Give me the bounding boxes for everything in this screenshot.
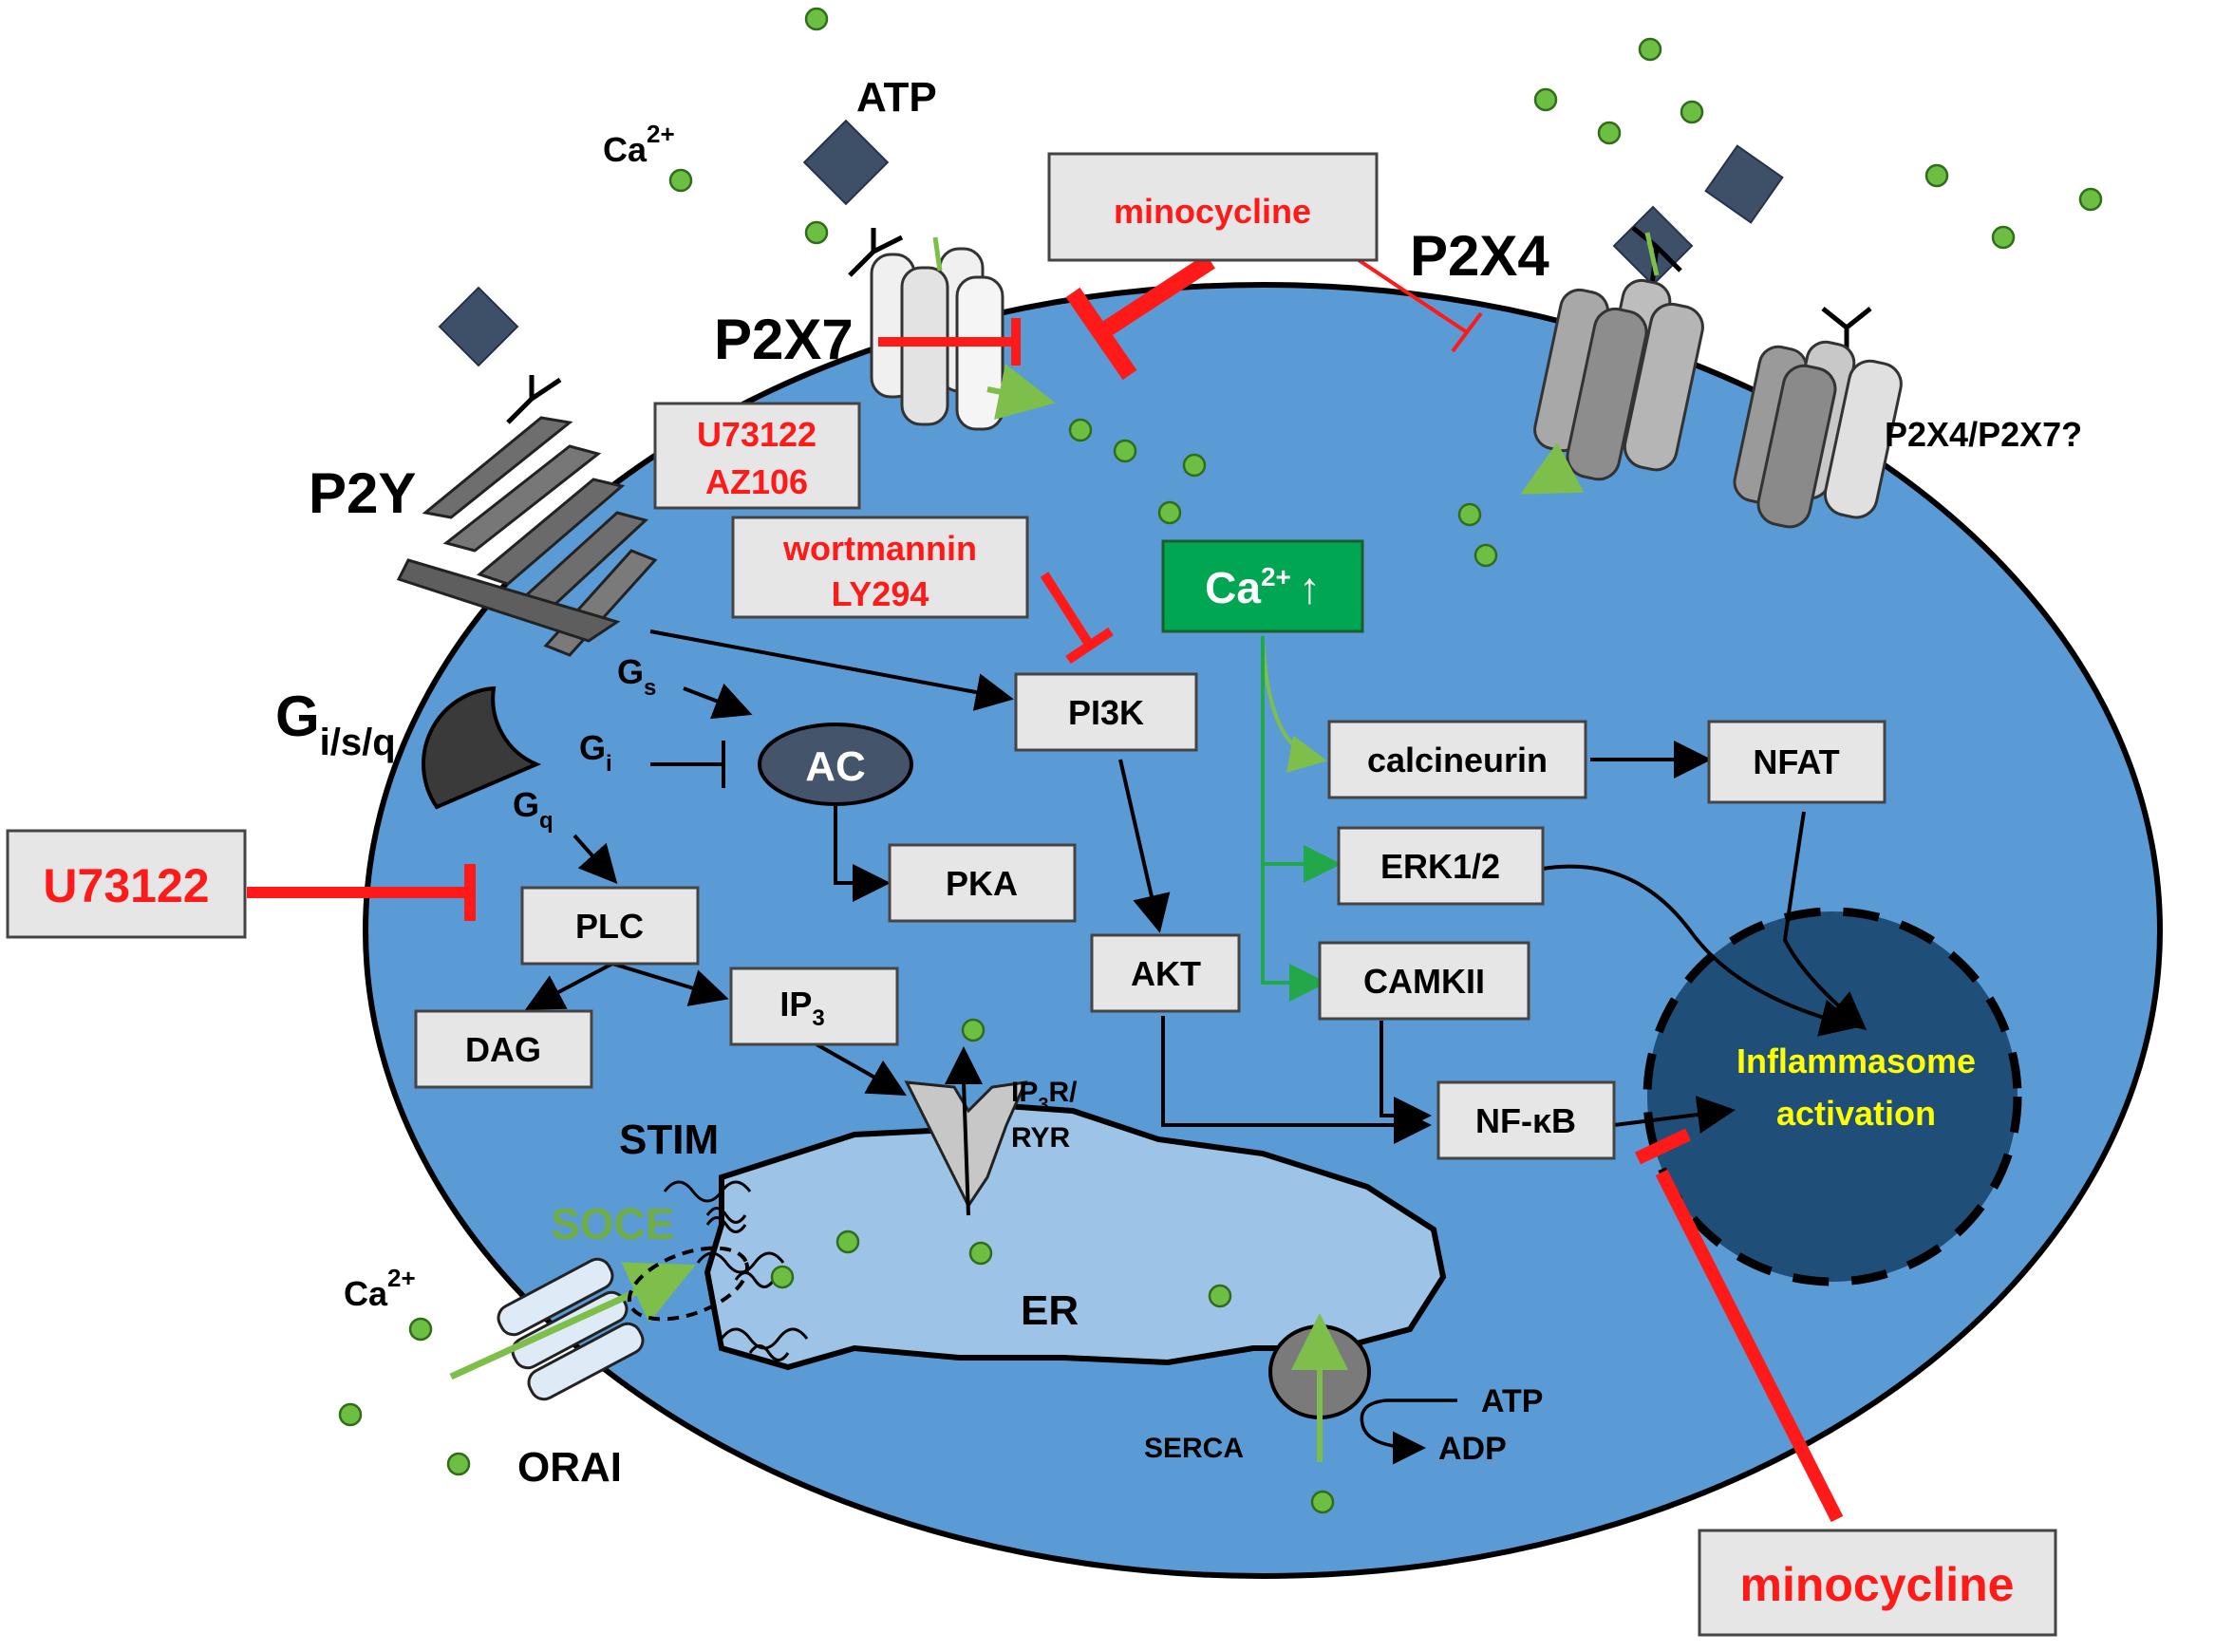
arrow-p2y-pi3k <box>649 629 1014 711</box>
ryr-label: RYR <box>1011 1122 1071 1154</box>
arrow-ca-camkii <box>1261 859 1327 1002</box>
svg-text:NF-κB: NF-κB <box>1475 1101 1576 1140</box>
p2x7-channel <box>848 228 1056 431</box>
p2x4-p2x7-heteromer <box>1733 307 1903 529</box>
akt-box: AKT <box>1090 933 1241 1013</box>
inhibit-wortmannin <box>1040 572 1095 648</box>
gs-label: Gs <box>617 652 656 701</box>
erk-box: ERK1/2 <box>1337 826 1545 906</box>
p2x7-label: P2X7 <box>714 308 854 371</box>
svg-text:PKA: PKA <box>946 864 1018 903</box>
calcineurin-box: calcineurin <box>1327 720 1587 799</box>
arrow-erk-inflammasome <box>1542 864 1859 1037</box>
ca-label-bottom: Ca2+ <box>344 1264 416 1313</box>
atp-ligand <box>802 119 890 206</box>
pka-box: PKA <box>888 843 1077 923</box>
p2x4-channel <box>1520 226 1704 495</box>
svg-text:NFAT: NFAT <box>1753 742 1839 781</box>
serca-label: SERCA <box>1144 1433 1244 1464</box>
svg-text:PI3K: PI3K <box>1068 693 1144 732</box>
orai-channel <box>449 1246 750 1401</box>
dag-box: DAG <box>414 1009 593 1089</box>
svg-text:U73122: U73122 <box>43 859 209 912</box>
serca-pump <box>1268 1313 1457 1465</box>
inhibition-lines <box>247 253 1844 1523</box>
arrow-camkii-nfkb <box>1380 1021 1432 1135</box>
ip3r-ryr-receptor <box>904 1046 1028 1216</box>
gq-label: Gq <box>513 785 554 834</box>
pi3k-box: PI3K <box>1014 672 1198 752</box>
svg-text:wortmannin: wortmannin <box>782 529 977 568</box>
inhibit-minocycline-p2x4 <box>1351 254 1469 334</box>
svg-text:AZ106: AZ106 <box>705 462 808 501</box>
atp-ligand <box>1704 144 1784 224</box>
activation-label: activation <box>1776 1094 1936 1133</box>
u73122-left-box: U73122 <box>6 829 247 939</box>
svg-text:U73122: U73122 <box>697 415 817 454</box>
atp-ligand <box>438 286 519 367</box>
ca-label-top: Ca2+ <box>603 120 675 169</box>
svg-text:AKT: AKT <box>1131 954 1201 993</box>
inhibit-minocycline-p2x7 <box>1097 253 1215 340</box>
svg-text:calcineurin: calcineurin <box>1367 741 1548 779</box>
nucleus <box>1642 907 2022 1286</box>
ac-label: AC <box>805 743 866 790</box>
atp-serca-label: ATP <box>1481 1383 1543 1419</box>
p2y-receptor <box>396 375 658 657</box>
nfkb-box: NF-κB <box>1436 1080 1616 1160</box>
svg-text:IP3: IP3 <box>779 985 824 1031</box>
p2x4-label: P2X4 <box>1410 224 1549 288</box>
svg-text:ERK1/2: ERK1/2 <box>1380 847 1500 886</box>
atp-label: ATP <box>856 74 937 121</box>
inhibit-minocycline-inflammasome <box>1655 1169 1844 1523</box>
stim-proteins <box>663 1180 809 1361</box>
gi-label: Gi <box>579 728 612 777</box>
orai-label: ORAI <box>517 1444 622 1491</box>
ip3-box: IP3 <box>729 967 899 1046</box>
ip3r-label: IP3R/ <box>1011 1077 1078 1116</box>
arrow-ac-pka <box>834 802 891 902</box>
svg-text:minocycline: minocycline <box>1740 1558 2015 1611</box>
calcium-ions <box>338 7 2103 1514</box>
u73122-az106-box: U73122 AZ106 <box>653 402 861 510</box>
p2y-label: P2Y <box>309 461 416 525</box>
stim-label: STIM <box>619 1117 719 1163</box>
nfat-box: NFAT <box>1707 720 1887 804</box>
minocycline-bottom-box: minocycline <box>1698 1529 2057 1637</box>
arrow-pi3k-akt <box>1118 759 1171 933</box>
adp-serca-label: ADP <box>1438 1431 1507 1467</box>
minocycline-top-box: minocycline <box>1047 152 1379 262</box>
inflammasome-label: Inflammasome <box>1736 1042 1976 1080</box>
signaling-arrows <box>524 629 1868 1144</box>
arrow-plc-dag <box>524 962 613 1010</box>
er-label: ER <box>1021 1287 1079 1334</box>
soce-label: SOCE <box>551 1199 674 1248</box>
arrow-nfat-inflammasome <box>1782 811 1868 1031</box>
p2x4-p2x7-label: P2X4/P2X7? <box>1885 415 2082 454</box>
arrow-gq-plc <box>573 834 618 884</box>
endoplasmic-reticulum <box>704 1102 1447 1371</box>
arrow-plc-ip3 <box>611 962 729 1006</box>
svg-text:Ca2+↑: Ca2+↑ <box>1205 562 1321 612</box>
arrow-nfkb-inflammasome <box>1613 1096 1736 1134</box>
camkii-box: CAMKII <box>1318 941 1530 1021</box>
arrow-gs-ac <box>683 683 753 720</box>
svg-text:LY294: LY294 <box>832 574 929 613</box>
ac-node <box>758 723 913 806</box>
svg-text:PLC: PLC <box>575 907 644 946</box>
wortmannin-box: wortmannin LY294 <box>731 516 1029 619</box>
arrow-ip3-ip3r <box>816 1042 907 1096</box>
svg-text:minocycline: minocycline <box>1114 192 1311 231</box>
g-protein-label: Gi/s/q <box>275 685 396 763</box>
g-protein <box>422 685 542 810</box>
svg-text:CAMKII: CAMKII <box>1363 962 1485 1001</box>
plc-box: PLC <box>520 886 700 966</box>
ca-up-box: Ca2+↑ <box>1161 539 1364 633</box>
svg-text:DAG: DAG <box>465 1030 541 1069</box>
arrow-akt-nfkb <box>1161 1016 1432 1144</box>
